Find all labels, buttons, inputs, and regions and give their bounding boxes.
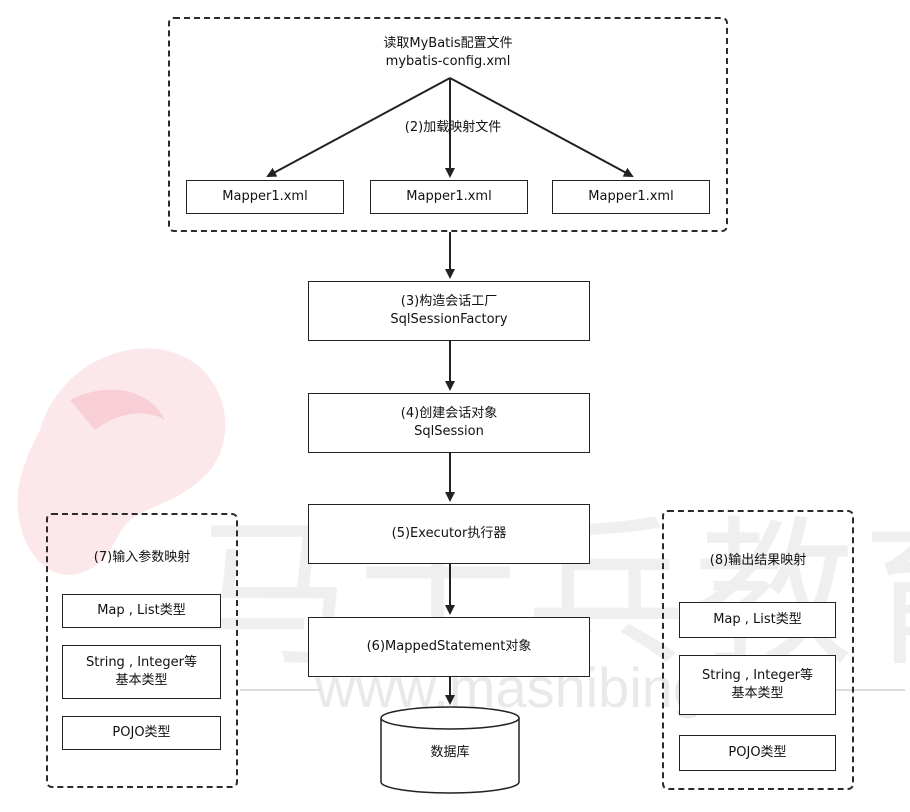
config-title-line2: mybatis-config.xml	[385, 54, 511, 69]
mapper-box-1-label: Mapper1.xml	[222, 189, 308, 204]
output-item-basic-types: String , Integer等 基本类型	[679, 655, 836, 715]
output-item-basic-types-line1: String , Integer等	[702, 668, 813, 683]
input-item-basic-types: String , Integer等 基本类型	[62, 645, 221, 699]
config-title: 读取MyBatis配置文件 mybatis-config.xml	[318, 35, 578, 71]
load-mapper-label: (2)加载映射文件	[378, 119, 528, 137]
input-item-pojo: POJO类型	[62, 716, 221, 750]
session-factory-box: (3)构造会话工厂 SqlSessionFactory	[308, 281, 590, 341]
executor-box: (5)Executor执行器	[308, 504, 590, 564]
mapped-statement-box: (6)MappedStatement对象	[308, 617, 590, 677]
output-item-pojo-label: POJO类型	[728, 745, 787, 760]
mapper-box-2-label: Mapper1.xml	[406, 189, 492, 204]
arrow-to-mapper-1	[266, 77, 451, 177]
output-mapping-group	[662, 510, 854, 790]
mapper-box-3: Mapper1.xml	[552, 180, 710, 214]
mapper-box-2: Mapper1.xml	[370, 180, 528, 214]
config-group	[168, 17, 728, 232]
input-item-basic-types-line1: String , Integer等	[86, 655, 197, 670]
input-item-map-list-label: Map , List类型	[97, 603, 186, 618]
input-item-pojo-label: POJO类型	[112, 725, 171, 740]
arrow-to-mapper-3	[449, 77, 634, 177]
input-mapping-title: (7)输入参数映射	[93, 550, 191, 565]
mapper-box-1: Mapper1.xml	[186, 180, 344, 214]
config-title-line1: 读取MyBatis配置文件	[383, 36, 513, 51]
output-item-pojo: POJO类型	[679, 735, 836, 771]
output-mapping-title: (8)输出结果映射	[709, 553, 807, 568]
mapper-box-3-label: Mapper1.xml	[588, 189, 674, 204]
session-factory-line2: SqlSessionFactory	[390, 312, 508, 327]
sql-session-box: (4)创建会话对象 SqlSession	[308, 393, 590, 453]
sql-session-line2: SqlSession	[414, 424, 484, 439]
database-label: 数据库	[430, 745, 470, 760]
input-item-map-list: Map , List类型	[62, 594, 221, 628]
input-item-basic-types-line2: 基本类型	[115, 673, 168, 688]
input-mapping-group	[46, 513, 238, 788]
output-item-basic-types-line2: 基本类型	[731, 686, 784, 701]
output-item-map-list-label: Map , List类型	[713, 612, 802, 627]
sql-session-line1: (4)创建会话对象	[400, 406, 498, 421]
mapped-statement-label: (6)MappedStatement对象	[366, 639, 532, 654]
output-item-map-list: Map , List类型	[679, 602, 836, 638]
session-factory-line1: (3)构造会话工厂	[400, 294, 498, 309]
executor-label: (5)Executor执行器	[391, 526, 507, 541]
